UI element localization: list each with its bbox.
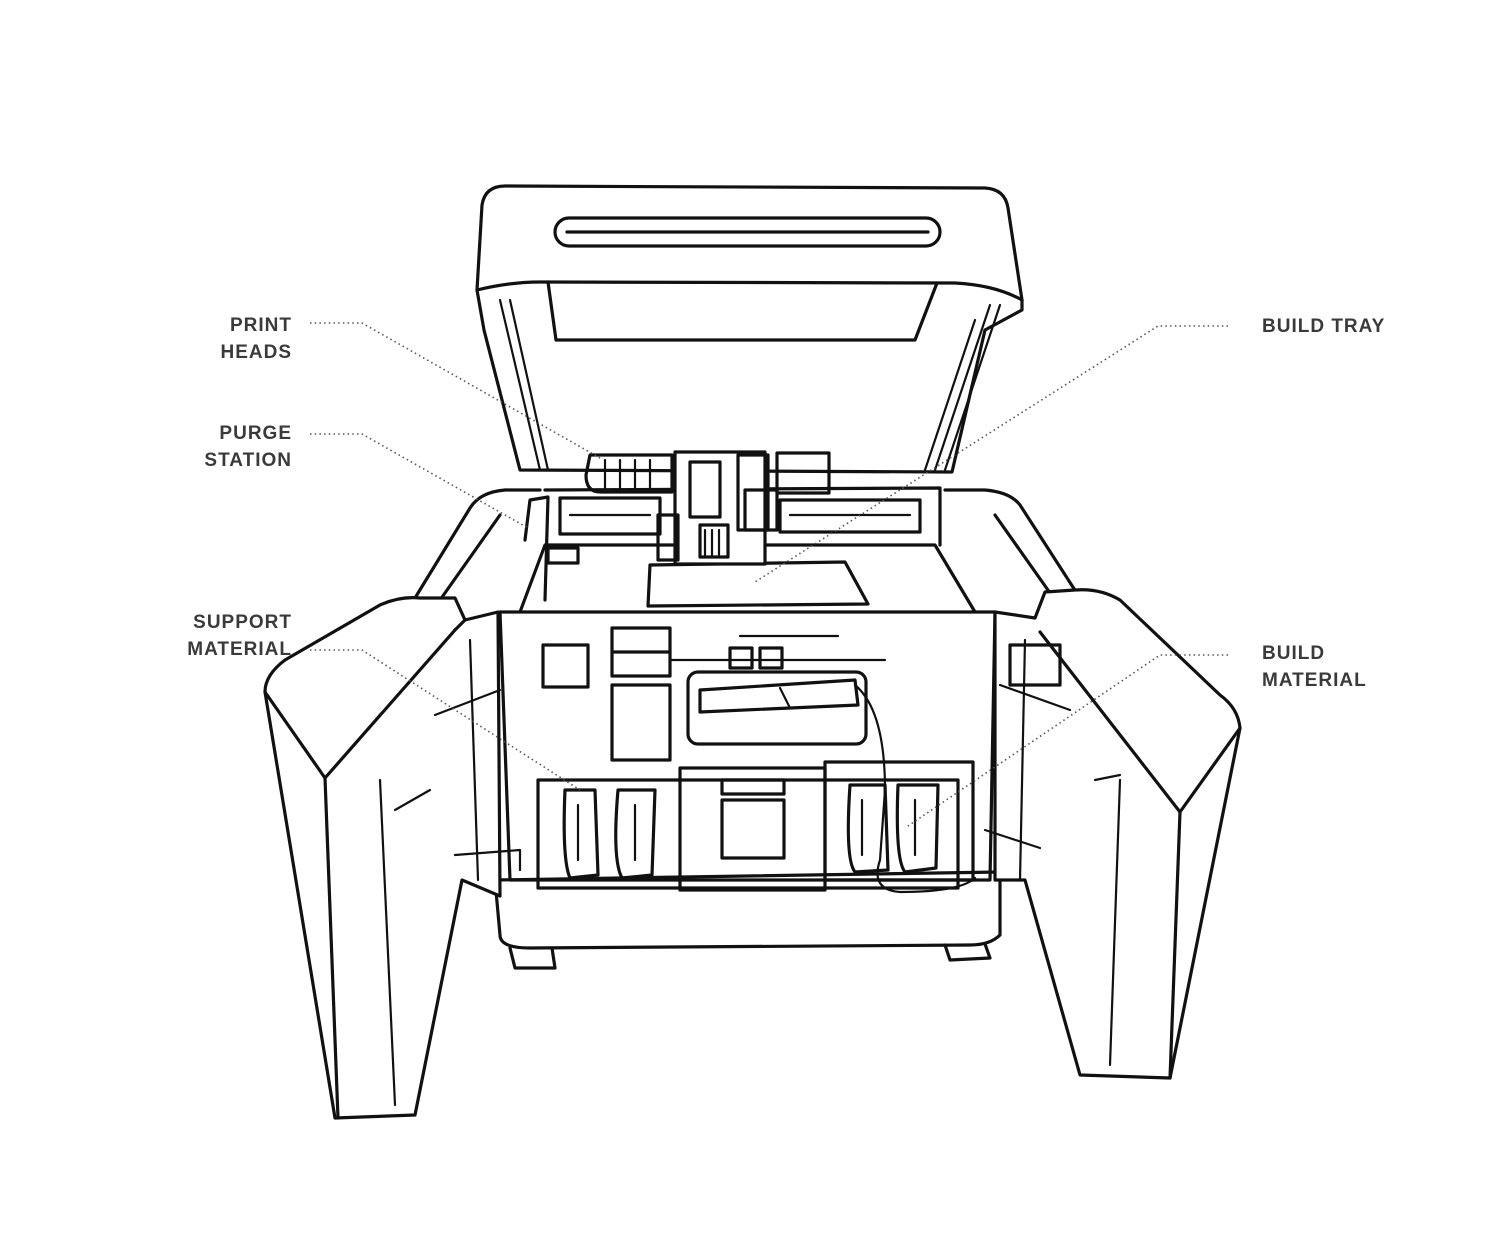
leader-support-material xyxy=(310,649,581,791)
leader-print-heads xyxy=(310,322,601,459)
label-build-tray: BUILD TRAY xyxy=(1262,316,1386,337)
print-head-assembly xyxy=(584,450,831,566)
label-purge-station: PURGE STATION xyxy=(204,423,292,471)
printer-body xyxy=(413,450,1082,970)
leader-lines xyxy=(310,322,1228,829)
leader-build-material xyxy=(904,654,1228,829)
leader-purge-station xyxy=(310,433,529,529)
build-tray-plate xyxy=(646,560,870,608)
lid xyxy=(475,184,1024,474)
build-material-cartridges xyxy=(846,783,940,874)
label-print-heads: PRINT HEADS xyxy=(220,315,292,363)
purge-station xyxy=(523,495,580,602)
left-door xyxy=(263,596,522,1120)
label-support-material: SUPPORT MATERIAL xyxy=(187,612,292,660)
right-door xyxy=(983,588,1242,1080)
label-build-material: BUILD MATERIAL xyxy=(1262,643,1367,691)
